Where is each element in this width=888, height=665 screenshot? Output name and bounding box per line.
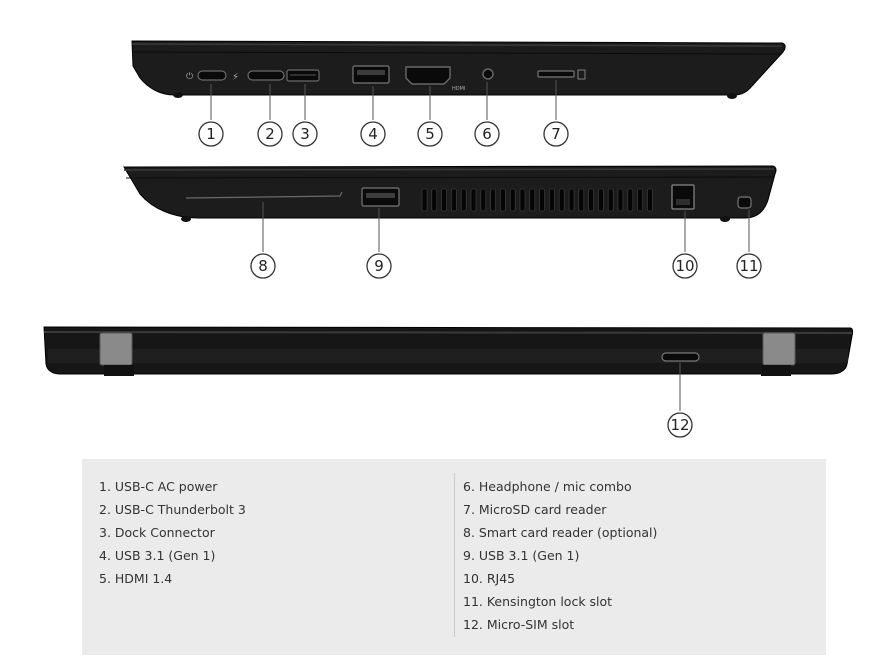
svg-text:⚡: ⚡: [232, 72, 239, 83]
callout-circle: [250, 253, 276, 279]
callout-circle: [417, 121, 443, 147]
callout-number: 7: [551, 125, 561, 143]
vent-slot: [431, 188, 438, 212]
vent-slot: [647, 188, 653, 212]
rj45-port: [671, 184, 695, 210]
callout-circle: [474, 121, 500, 147]
legend-item: 3. Dock Connector: [99, 525, 215, 540]
vent-grille: [421, 188, 653, 212]
callout-12: 12: [667, 412, 693, 438]
left-side-view: ⏻ ⚡ HDMI: [131, 40, 786, 99]
callout-circle: [360, 121, 386, 147]
headphone-jack: [482, 68, 494, 80]
vent-slot: [470, 188, 477, 212]
legend-item: 1. USB-C AC power: [99, 479, 218, 494]
vent-slot: [578, 188, 585, 212]
callout-2: 2: [257, 121, 283, 147]
usb-c-power-port: [197, 70, 227, 81]
legend-panel: 1. USB-C AC power 2. USB-C Thunderbolt 3…: [82, 459, 826, 655]
callout-circle: [667, 412, 693, 438]
legend-item: 10. RJ45: [463, 571, 516, 586]
callout-circle: [543, 121, 569, 147]
laptop-ports-diagram: ⏻ ⚡ HDMI: [43, 40, 854, 438]
legend-item: 12. Micro-SIM slot: [463, 617, 575, 632]
legend-item: 7. MicroSD card reader: [463, 502, 607, 517]
legend-item: 2. USB-C Thunderbolt 3: [99, 502, 246, 517]
vent-slot: [441, 188, 447, 212]
vent-slot: [549, 188, 555, 212]
legend-item: 11. Kensington lock slot: [463, 594, 613, 609]
callout-circle: [198, 121, 224, 147]
vent-slot: [558, 188, 565, 212]
vent-slot: [617, 188, 624, 212]
vent-slot: [500, 188, 506, 212]
vent-slot: [451, 188, 457, 212]
callout-5: 5: [417, 121, 443, 147]
kensington-lock-slot: [737, 196, 752, 209]
callout-number: 1: [206, 125, 216, 143]
callout-9: 9: [366, 253, 392, 279]
rear-view: [43, 326, 854, 376]
legend-column-right: 6. Headphone / mic combo 7. MicroSD card…: [463, 479, 657, 640]
callout-number: 12: [670, 416, 689, 434]
callout-number: 9: [374, 257, 384, 275]
callout-number: 2: [265, 125, 275, 143]
callout-circle: [366, 253, 392, 279]
vent-slot: [529, 188, 536, 212]
hinge-left: [99, 332, 133, 366]
vent-slot: [490, 188, 496, 212]
vent-slot: [539, 188, 545, 212]
vent-slot: [421, 188, 428, 212]
callout-circle: [736, 253, 762, 279]
legend-column-left: 1. USB-C AC power 2. USB-C Thunderbolt 3…: [99, 479, 246, 594]
callout-number: 4: [368, 125, 378, 143]
svg-text:⏻: ⏻: [186, 71, 193, 82]
vent-slot: [598, 188, 604, 212]
callout-circle: [672, 253, 698, 279]
callout-number: 6: [482, 125, 492, 143]
callout-10: 10: [672, 253, 698, 279]
legend-item: 9. USB 3.1 (Gen 1): [463, 548, 580, 563]
vent-slot: [607, 188, 614, 212]
vent-slot: [519, 188, 526, 212]
hdmi-marking: HDMI: [452, 86, 465, 92]
callout-8: 8: [250, 253, 276, 279]
callout-1: 1: [198, 121, 224, 147]
callout-number: 8: [258, 257, 268, 275]
hinge-right: [762, 332, 796, 366]
callout-number: 11: [739, 257, 758, 275]
legend-item: 5. HDMI 1.4: [99, 571, 173, 586]
callout-7: 7: [543, 121, 569, 147]
hdmi-port: [405, 66, 451, 85]
vent-slot: [460, 188, 467, 212]
callout-6: 6: [474, 121, 500, 147]
legend-item: 8. Smart card reader (optional): [463, 525, 658, 540]
callout-3: 3: [292, 121, 318, 147]
vent-slot: [627, 188, 634, 212]
vent-slot: [637, 188, 643, 212]
vent-slot: [568, 188, 575, 212]
callout-number: 3: [300, 125, 310, 143]
callout-number: 5: [425, 125, 435, 143]
callout-circle: [257, 121, 283, 147]
vent-slot: [588, 188, 594, 212]
legend-item: 4. USB 3.1 (Gen 1): [99, 548, 216, 563]
callout-circle: [292, 121, 318, 147]
callout-11: 11: [736, 253, 762, 279]
legend-divider: [454, 473, 455, 637]
callout-lines: [210, 80, 750, 411]
callout-4: 4: [360, 121, 386, 147]
microsd-slot: [537, 70, 575, 78]
right-side-view: [123, 165, 777, 222]
vent-slot: [480, 188, 487, 212]
callout-number: 10: [675, 257, 694, 275]
usb-c-thunderbolt-port: [247, 70, 285, 81]
legend-item: 6. Headphone / mic combo: [463, 479, 632, 494]
micro-sim-slot: [661, 352, 700, 362]
vent-slot: [509, 188, 516, 212]
smart-card-slot: [185, 191, 343, 199]
